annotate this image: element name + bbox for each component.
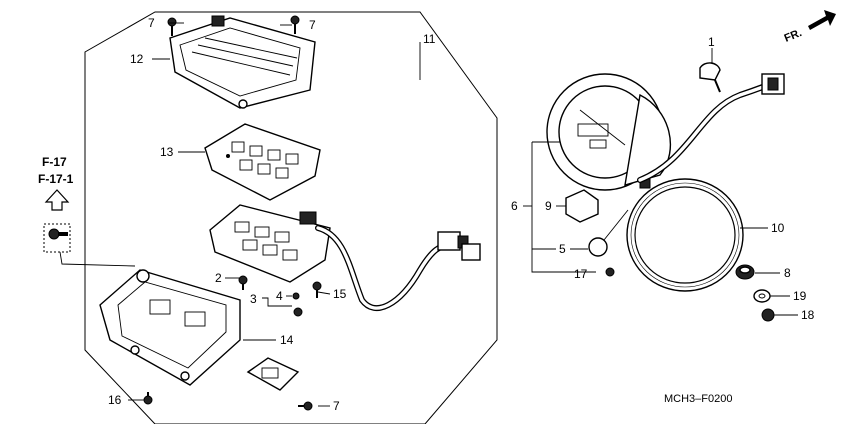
screw-icon — [605, 267, 615, 277]
front-direction-label: FR. — [783, 27, 804, 45]
diagram-code: MCH3–F0200 — [664, 393, 732, 405]
callout-19: 19 — [793, 289, 807, 303]
callout-15: 15 — [333, 287, 347, 301]
callout-5: 5 — [559, 242, 566, 256]
reference-label-primary: F-17 — [42, 155, 67, 169]
screw-icon — [292, 292, 300, 300]
screw-icon — [167, 17, 177, 36]
callout-3: 3 — [250, 292, 257, 306]
lcd-housing-part — [209, 204, 331, 283]
washer-part — [753, 289, 771, 303]
ring-part — [626, 178, 744, 292]
screw-icon — [143, 392, 153, 405]
callout-13: 13 — [160, 145, 174, 159]
callout-18: 18 — [801, 308, 815, 322]
callout-7-top-right: 7 — [309, 18, 316, 32]
housing-connector — [437, 231, 481, 261]
nut-part — [761, 308, 775, 322]
upper-cover-part — [169, 15, 316, 109]
assembly-outline — [84, 11, 498, 424]
screw-icon — [312, 281, 322, 298]
callout-16: 16 — [108, 393, 122, 407]
speedometer-connector — [761, 73, 785, 95]
callout-8: 8 — [784, 266, 791, 280]
callout-7-top-left: 7 — [148, 16, 155, 30]
callout-9: 9 — [545, 199, 552, 213]
cushion-part — [565, 189, 599, 223]
speedometer-part — [546, 73, 672, 191]
bracket-part — [246, 357, 300, 391]
callout-6: 6 — [511, 199, 518, 213]
circuit-board-part — [204, 123, 321, 201]
callout-11: 11 — [423, 32, 436, 46]
callout-12: 12 — [130, 52, 144, 66]
clip-part — [699, 62, 721, 93]
callout-1: 1 — [708, 35, 715, 49]
callout-7-bottom: 7 — [333, 399, 340, 413]
callout-10: 10 — [771, 221, 785, 235]
screw-icon — [238, 275, 248, 290]
lower-case-part — [99, 269, 241, 386]
callout-2: 2 — [215, 271, 222, 285]
screw-icon — [298, 401, 313, 411]
rubber-mount-part — [735, 264, 755, 280]
reference-label-secondary: F-17-1 — [38, 172, 74, 186]
screw-icon — [293, 307, 303, 317]
reference-screw-icon — [43, 223, 71, 253]
screw-icon — [290, 15, 300, 34]
callout-14: 14 — [280, 333, 294, 347]
callout-17: 17 — [574, 267, 588, 281]
callout-4: 4 — [276, 289, 283, 303]
clamp-part — [588, 209, 629, 257]
reference-arrow-icon — [44, 189, 70, 211]
front-direction-arrow-icon — [808, 10, 836, 30]
